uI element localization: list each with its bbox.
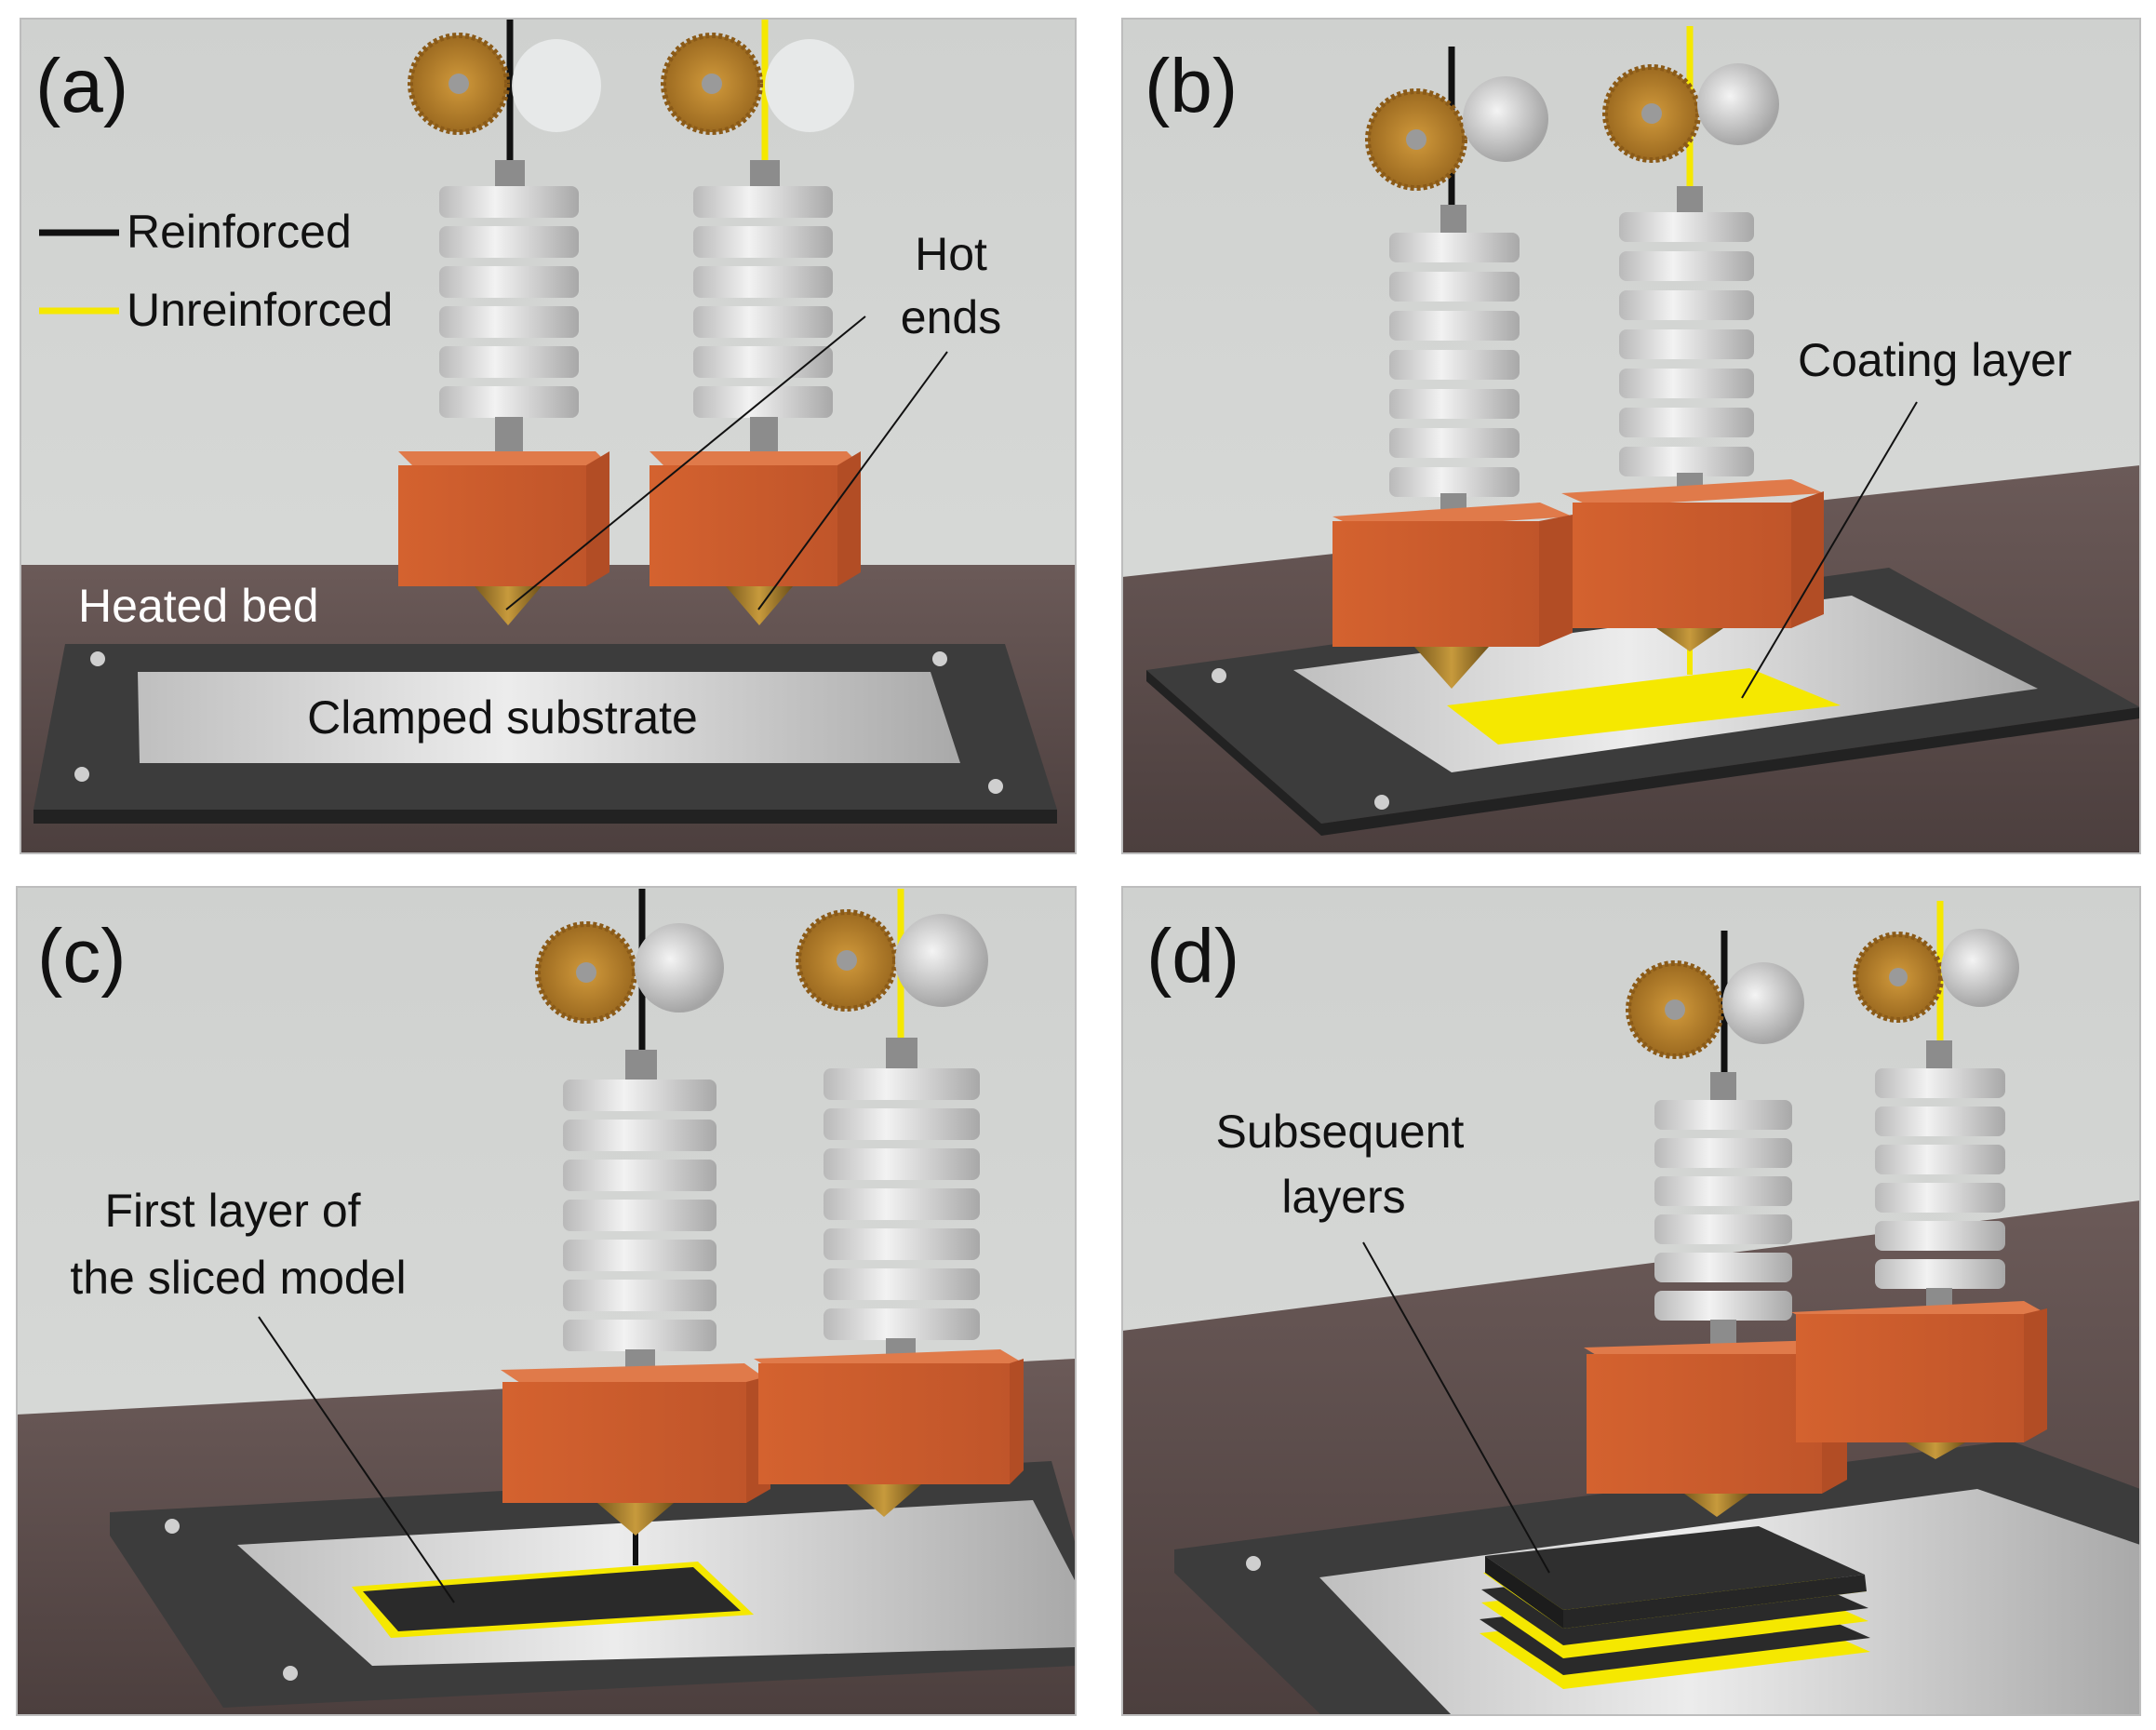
panel-border (1121, 886, 2141, 1716)
annotation-first-layer-2: the sliced model (70, 1252, 406, 1304)
screw-icon (988, 779, 1003, 794)
annotation-clamped-substrate: Clamped substrate (307, 691, 698, 744)
coating-layer (1447, 668, 1841, 744)
screw-icon (74, 767, 89, 782)
idler-disc-icon (1697, 63, 1779, 145)
hot-end-block (1796, 1314, 2024, 1442)
leader-line (1741, 401, 1918, 699)
hot-end-block (1332, 521, 1539, 647)
heatsink (1389, 233, 1520, 497)
nozzle (726, 586, 793, 625)
screw-icon (1374, 795, 1389, 810)
extruder-unreinforced (754, 889, 1024, 1517)
panel-label: (b) (1145, 44, 1238, 128)
panel-label: (c) (37, 914, 127, 999)
annotation-subsequent-1: Subsequent (1216, 1106, 1465, 1158)
heatsink (1619, 212, 1754, 476)
screw-icon (165, 1519, 180, 1534)
hot-end-block (1587, 1354, 1822, 1494)
panel-c: (c) First layer of the sliced model (17, 887, 1076, 1715)
screw-icon (90, 651, 105, 666)
panel-a: Reinforced Unreinforced (a) Hot ends Hea… (20, 19, 1076, 853)
annotation-heated-bed: Heated bed (78, 580, 319, 632)
idler-disc-icon (1941, 929, 2019, 1007)
leader-line (258, 1316, 455, 1603)
annotation-hot-ends-2: ends (901, 291, 1001, 343)
bed-edge (33, 810, 1057, 824)
heatsink (1654, 1100, 1792, 1321)
panel-border (20, 18, 1077, 854)
nozzle (1656, 628, 1723, 651)
leader-line (1362, 1241, 1550, 1574)
extruder-unreinforced (1561, 26, 1824, 651)
extruder-reinforced (501, 889, 770, 1536)
panel-b: (b) Coating layer (1122, 19, 2140, 853)
leader-line (757, 351, 948, 610)
leader-line (505, 315, 866, 610)
heatsink (824, 1068, 980, 1340)
idler-disc-icon (1722, 962, 1804, 1044)
annotation-first-layer-1: First layer of (104, 1185, 360, 1237)
nozzle (847, 1484, 921, 1517)
screw-icon (1212, 668, 1226, 683)
panel-border (1121, 18, 2141, 854)
hot-end-block (758, 1363, 1010, 1484)
heatsink (563, 1080, 716, 1351)
idler-disc-icon (512, 39, 601, 132)
screw-icon (283, 1666, 298, 1681)
extruder-unreinforced (649, 19, 861, 625)
panel-label: (a) (35, 44, 128, 128)
nozzle (1414, 647, 1489, 689)
screw-icon (932, 651, 947, 666)
clamped-substrate (138, 672, 960, 763)
legend-label-unreinforced: Unreinforced (127, 284, 393, 336)
hot-end-block (1573, 503, 1791, 628)
screw-icon (1246, 1556, 1261, 1571)
extruder-reinforced (1332, 47, 1573, 689)
idler-disc-icon (895, 914, 988, 1007)
panel-label: (d) (1146, 914, 1239, 999)
heatsink (1875, 1068, 2005, 1289)
annotation-coating-layer: Coating layer (1798, 334, 2072, 386)
panel-border (16, 886, 1077, 1716)
heatsink (439, 186, 579, 418)
idler-disc-icon (765, 39, 854, 132)
nozzle (1906, 1442, 1965, 1459)
idler-disc-icon (635, 923, 724, 1013)
annotation-subsequent-2: layers (1281, 1171, 1405, 1223)
legend-label-reinforced: Reinforced (127, 206, 352, 258)
nozzle (597, 1503, 674, 1536)
hot-end-block (398, 465, 586, 586)
hot-end-block (502, 1382, 746, 1503)
subsequent-layers (1480, 1526, 1870, 1689)
idler-disc-icon (1463, 76, 1548, 162)
heatsink (693, 186, 833, 418)
extruder-unreinforced (1791, 901, 2047, 1459)
first-layer (363, 1567, 741, 1631)
nozzle (475, 586, 542, 625)
panel-d: (d) Subsequent layers (1122, 887, 2140, 1715)
extruder-reinforced (398, 19, 609, 625)
extruder-reinforced (1584, 931, 1847, 1517)
hot-end-block (649, 465, 837, 586)
annotation-hot-ends-1: Hot (915, 228, 987, 280)
nozzle (1684, 1494, 1749, 1517)
